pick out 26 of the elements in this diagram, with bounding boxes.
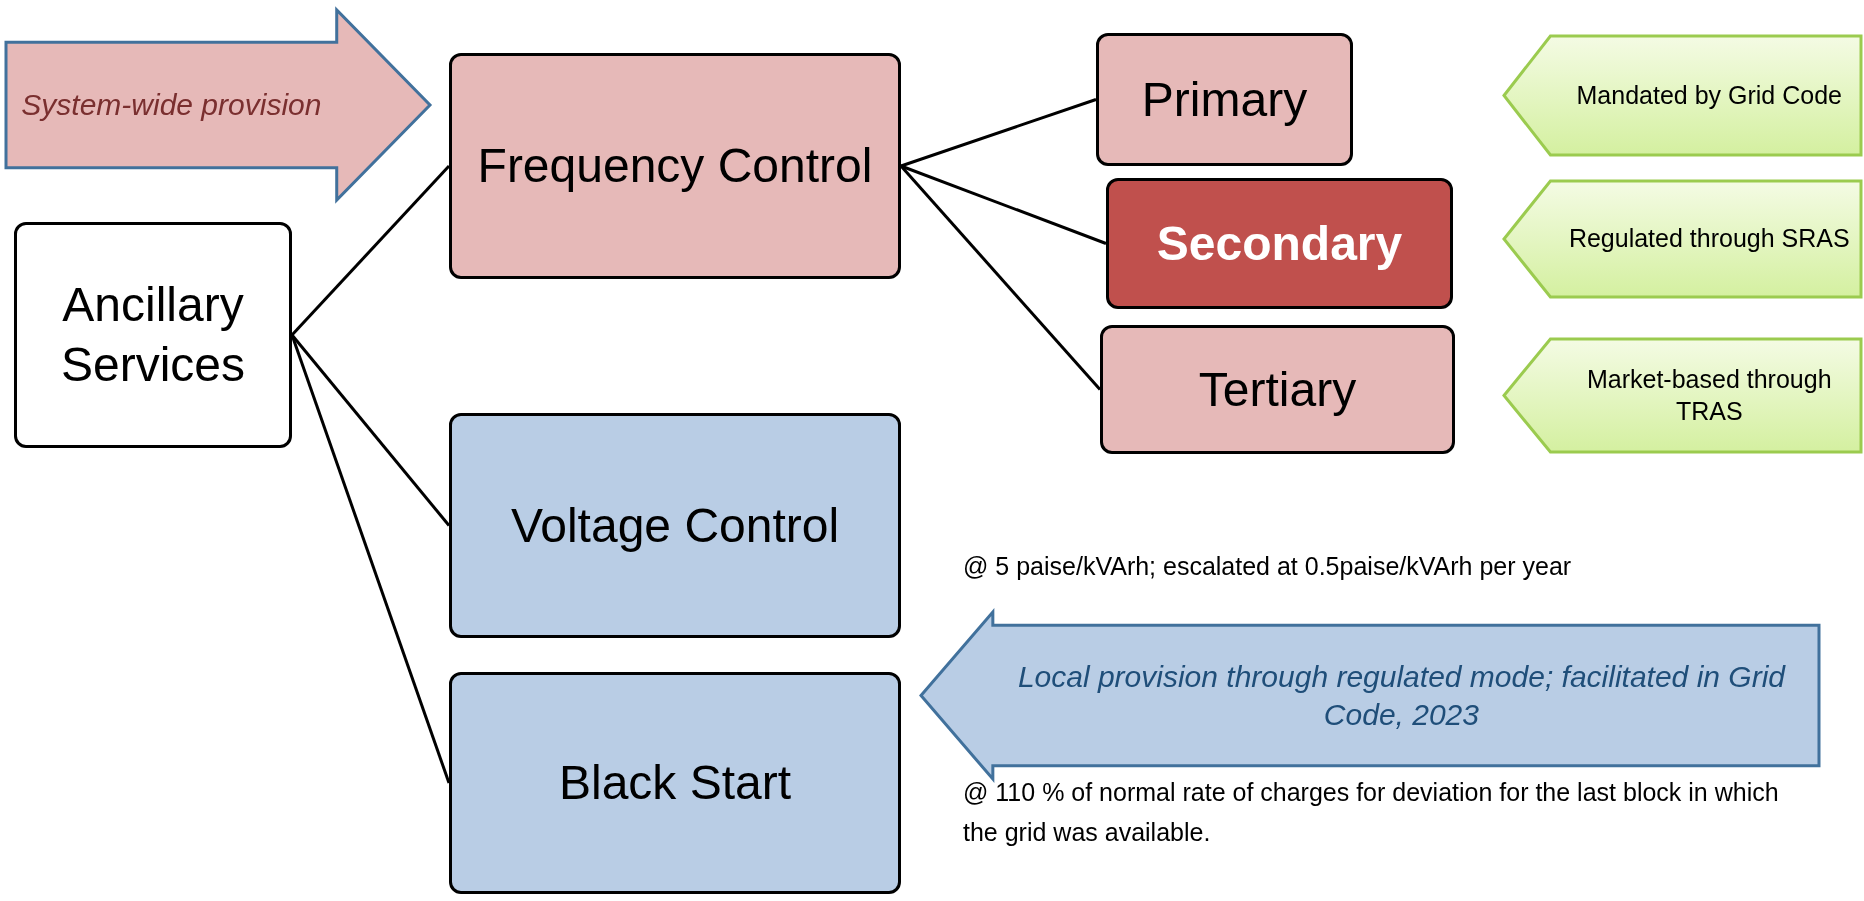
node-text: Ancillary Services bbox=[59, 277, 247, 393]
node-text: Voltage Control bbox=[510, 497, 840, 554]
connector-line bbox=[900, 98, 1097, 168]
process-box bbox=[1096, 33, 1353, 166]
node-text: Frequency Control bbox=[477, 138, 873, 194]
connector-line bbox=[900, 164, 1107, 245]
process-box bbox=[1106, 178, 1453, 309]
note-text: @ 110 % of normal rate of charges for deviation for the last block in which the grid was available. bbox=[963, 777, 1780, 848]
node-text: Secondary bbox=[1156, 215, 1403, 272]
note-text: @ 5 paise/kVArh; escalated at 0.5paise/kVArh per year bbox=[963, 551, 1573, 582]
node-text: Black Start bbox=[558, 755, 792, 811]
process-box bbox=[449, 413, 901, 638]
node-text: Primary bbox=[1141, 71, 1308, 128]
connector-line bbox=[899, 165, 1102, 391]
process-box bbox=[1100, 325, 1455, 454]
process-box bbox=[14, 222, 292, 448]
process-box bbox=[449, 53, 901, 279]
node-text: System-wide provision bbox=[21, 87, 322, 124]
node-text: Market-based through TRAS bbox=[1585, 364, 1833, 427]
node-text: Mandated by Grid Code bbox=[1576, 79, 1842, 111]
connector-line bbox=[290, 334, 451, 527]
process-box bbox=[449, 672, 901, 894]
node-text: Local provision through regulated mode; facilitated in Grid Code, 2023 bbox=[1016, 659, 1787, 733]
node-text: Tertiary bbox=[1198, 361, 1357, 418]
connector-line bbox=[290, 164, 451, 337]
node-text: Regulated through SRAS bbox=[1568, 223, 1850, 255]
